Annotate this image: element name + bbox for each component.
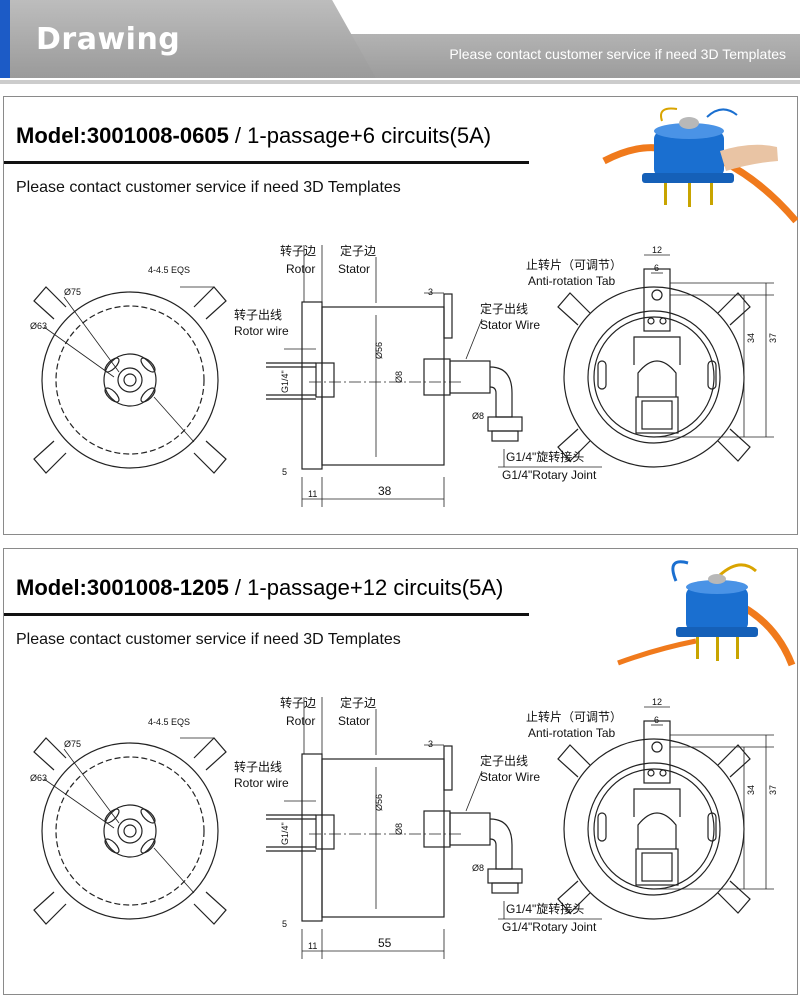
eqs-label: 4-4.5 EQS: [148, 717, 190, 727]
model-panel-0605: Model:3001008-0605 / 1-passage+6 circuit…: [3, 96, 798, 535]
tab-cn-label: 止转片（可调节）: [526, 257, 622, 272]
contact-note: Please contact customer service if need …: [16, 631, 401, 648]
rotor-wire-cn: 转子出线: [234, 307, 282, 322]
d56-label: Ø56: [374, 342, 384, 359]
product-photo: [602, 107, 798, 224]
back-view: [557, 254, 774, 468]
rotor-en-label: Rotor: [286, 714, 315, 728]
technical-drawing: 4-4.5 EQS Ø75 Ø63 转子边 Rotor 定子边 Stator 转…: [30, 695, 778, 959]
d63-label: Ø63: [30, 773, 47, 783]
side-view: [266, 245, 602, 507]
thread-label: G1/4": [280, 822, 290, 845]
d8-label: Ø8: [394, 371, 404, 383]
back-view: [557, 706, 774, 920]
front-view: [33, 286, 227, 474]
d75-label: Ø75: [64, 287, 81, 297]
tab-en-label: Anti-rotation Tab: [528, 274, 615, 288]
model-description: / 1-passage+12 circuits(5A): [228, 575, 504, 600]
title-underline: [4, 161, 529, 164]
tab-cn-label: 止转片（可调节）: [526, 709, 622, 724]
model-code: 3001008-1205: [86, 575, 229, 600]
contact-note: Please contact customer service if need …: [16, 179, 401, 196]
dim5-label: 5: [282, 467, 287, 477]
rotor-wire-en: Rotor wire: [234, 776, 289, 790]
dim11-label: 11: [308, 941, 317, 951]
d8b-label: Ø8: [472, 411, 484, 421]
stator-en-label: Stator: [338, 262, 370, 276]
dim37-label: 37: [768, 785, 778, 795]
rotor-cn-label: 转子边: [280, 695, 316, 710]
front-view: [33, 737, 227, 925]
side-view: [266, 697, 602, 959]
stator-wire-cn: 定子出线: [480, 753, 528, 768]
thread-label: G1/4": [280, 370, 290, 393]
length-label: 55: [378, 936, 392, 950]
banner-note: Please contact customer service if need …: [449, 46, 786, 62]
d63-label: Ø63: [30, 321, 47, 331]
model-description: / 1-passage+6 circuits(5A): [228, 123, 492, 148]
d8b-label: Ø8: [472, 863, 484, 873]
d56-label: Ø56: [374, 794, 384, 811]
page-title: Drawing: [36, 22, 181, 57]
dim6-label: 6: [654, 715, 659, 725]
model-panel-1205: Model:3001008-1205 / 1-passage+12 circui…: [3, 548, 798, 995]
dim12-label: 12: [652, 245, 662, 255]
stator-cn-label: 定子边: [340, 695, 376, 710]
rotor-en-label: Rotor: [286, 262, 315, 276]
product-photo: [617, 560, 796, 667]
model-label: Model:: [16, 575, 87, 600]
stator-wire-en: Stator Wire: [480, 318, 540, 332]
dim37-label: 37: [768, 333, 778, 343]
banner-strip: [350, 34, 800, 78]
eqs-label: 4-4.5 EQS: [148, 265, 190, 275]
dim34-label: 34: [746, 333, 756, 343]
stator-wire-en: Stator Wire: [480, 770, 540, 784]
d75-label: Ø75: [64, 739, 81, 749]
dim3-label: 3: [428, 287, 433, 297]
length-label: 38: [378, 484, 392, 498]
dim5-label: 5: [282, 919, 287, 929]
header-banner: Drawing Please contact customer service …: [0, 0, 800, 78]
rotor-wire-en: Rotor wire: [234, 324, 289, 338]
joint-en-label: G1/4"Rotary Joint: [502, 920, 597, 934]
stator-en-label: Stator: [338, 714, 370, 728]
title-underline: [4, 613, 529, 616]
dim12-label: 12: [652, 697, 662, 707]
stator-cn-label: 定子边: [340, 243, 376, 258]
joint-cn-label: G1/4"旋转接头: [506, 901, 584, 916]
d8-label: Ø8: [394, 823, 404, 835]
dim3-label: 3: [428, 739, 433, 749]
rotor-cn-label: 转子边: [280, 243, 316, 258]
dim11-label: 11: [308, 489, 317, 499]
banner-accent: [0, 0, 10, 78]
header-divider: [0, 80, 800, 84]
dim34-label: 34: [746, 785, 756, 795]
tab-en-label: Anti-rotation Tab: [528, 726, 615, 740]
joint-en-label: G1/4"Rotary Joint: [502, 468, 597, 482]
rotor-wire-cn: 转子出线: [234, 759, 282, 774]
model-code: 3001008-0605: [86, 123, 229, 148]
technical-drawing: 4-4.5 EQS Ø75 Ø63 转子边 Rotor 定子边 Stator 转…: [30, 243, 778, 507]
joint-cn-label: G1/4"旋转接头: [506, 449, 584, 464]
dim6-label: 6: [654, 263, 659, 273]
stator-wire-cn: 定子出线: [480, 301, 528, 316]
banner-title-block: [10, 0, 376, 78]
model-label: Model:: [16, 123, 87, 148]
model-title: Model:3001008-1205 / 1-passage+12 circui…: [16, 575, 503, 601]
model-title: Model:3001008-0605 / 1-passage+6 circuit…: [16, 123, 491, 149]
